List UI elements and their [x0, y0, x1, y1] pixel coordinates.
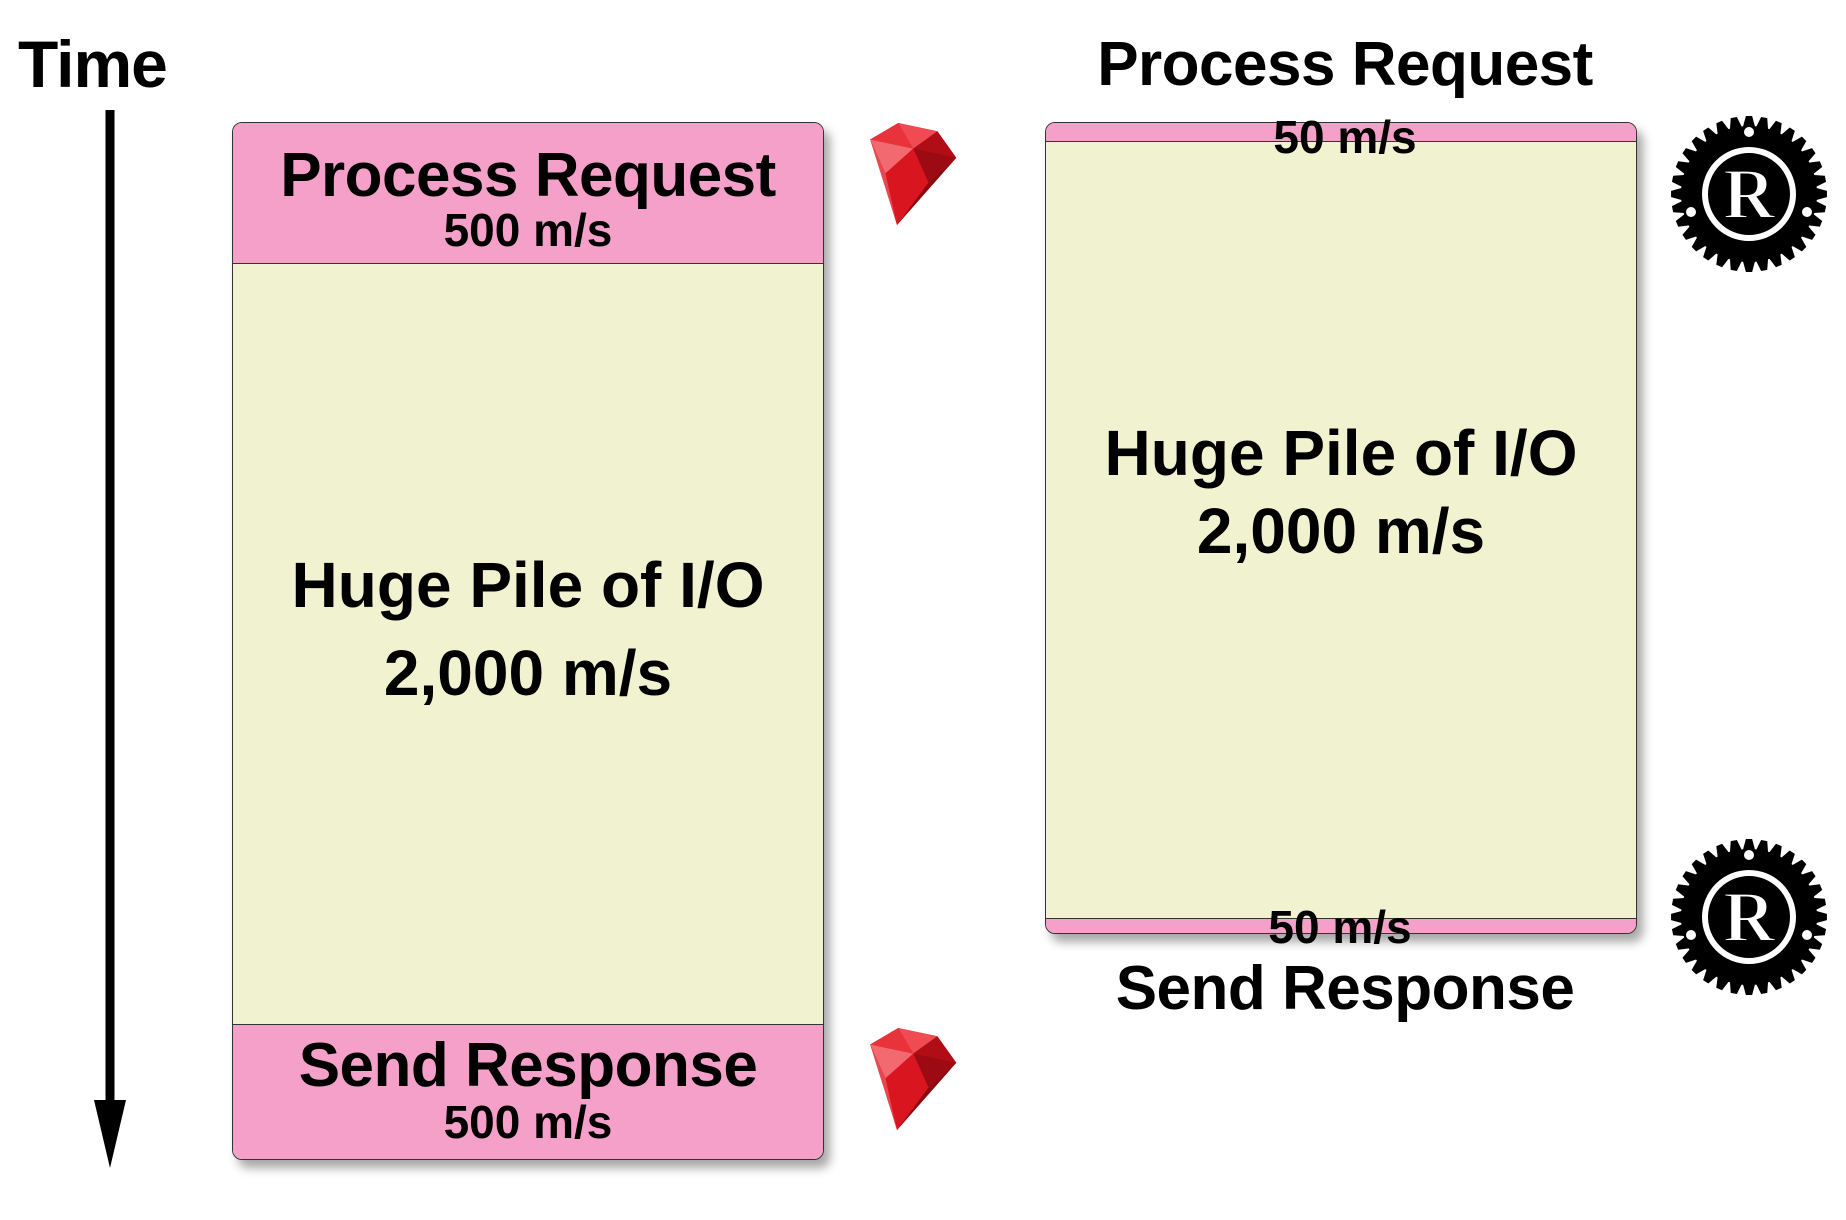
ruby-gem-icon [870, 122, 957, 225]
ruby-process-request-block: Process Request 500 m/s [233, 123, 823, 264]
ruby-process-request-rate: 500 m/s [443, 204, 613, 256]
svg-text:R: R [1723, 877, 1776, 957]
rust-send-response-title: Send Response [1115, 954, 1575, 1023]
rust-logo-icon: R [1671, 116, 1827, 272]
ruby-io-rate: 2,000 m/s [383, 637, 673, 709]
ruby-gem-icon [870, 1027, 957, 1130]
rust-logo-icon: R [1671, 839, 1827, 995]
ruby-send-response-block: Send Response 500 m/s [233, 1024, 823, 1159]
rust-send-response-block [1046, 918, 1636, 933]
rust-io-rate: 2,000 m/s [1196, 495, 1486, 567]
ruby-process-request-title: Process Request [280, 141, 776, 210]
ruby-timeline: Process Request 500 m/s Huge Pile of I/O… [232, 122, 824, 1160]
rust-io-title: Huge Pile of I/O [1104, 417, 1578, 489]
rust-send-response-rate: 50 m/s [1268, 901, 1412, 953]
ruby-send-response-rate: 500 m/s [443, 1096, 613, 1148]
time-arrow [94, 110, 126, 1168]
time-axis-label: Time [18, 27, 168, 101]
rust-timeline: Huge Pile of I/O 2,000 m/s [1045, 122, 1637, 934]
rust-process-request-block [1046, 123, 1636, 142]
svg-text:R: R [1723, 154, 1776, 234]
ruby-send-response-title: Send Response [298, 1031, 758, 1100]
rust-process-request-rate: 50 m/s [1273, 111, 1417, 163]
rust-process-request-title: Process Request [1097, 30, 1593, 99]
ruby-io-title: Huge Pile of I/O [291, 549, 765, 621]
